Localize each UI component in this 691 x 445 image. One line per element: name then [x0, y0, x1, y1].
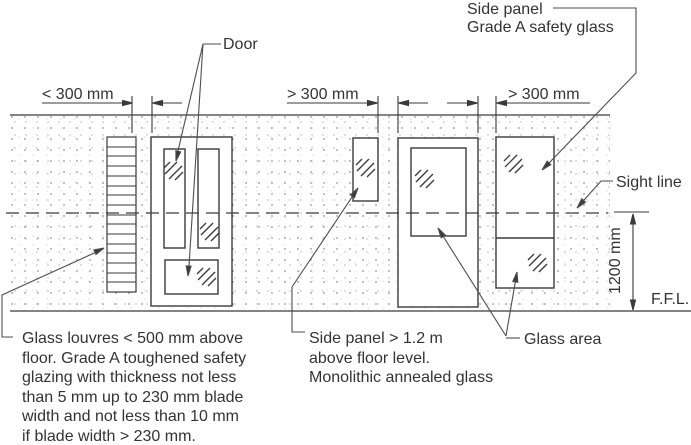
sight-line-label: Sight line [616, 174, 682, 191]
ffl-label: F.F.L. [651, 291, 690, 308]
side-panel-top-label: Side panel Grade A safety glass [467, 1, 614, 37]
louvre-note-line: if blade width > 230 mm. [22, 427, 196, 445]
height-dimension-label: 1200 mm [607, 227, 624, 294]
dimension-label-gap3: > 300 mm [508, 86, 580, 103]
side-panel-note: Side panel > 1.2 m above floor level. Mo… [309, 329, 493, 388]
side-panel-note-line: Side panel > 1.2 m [309, 330, 443, 347]
louvre-note-leader [1, 247, 105, 338]
side-panel-note-line: Monolithic annealed glass [309, 369, 494, 386]
dimension-gap1 [42, 96, 182, 133]
side-panel-note-line: above floor level. [309, 349, 430, 367]
door-label: Door [223, 36, 258, 53]
side-panel-note-leader [291, 187, 359, 333]
louvre-note-line: Glass louvres < 500 mm above [22, 330, 243, 347]
door-leader [175, 43, 221, 277]
side-panel-middle [397, 137, 479, 308]
glass-area-label: Glass area [524, 331, 602, 348]
dimension-gap2 [287, 96, 428, 133]
louvre-note: Glass louvres < 500 mm above floor. Grad… [22, 329, 246, 445]
side-panel-top-label-line1: Side panel [467, 1, 543, 18]
louvre-note-line: glazing with thickness not less [22, 369, 237, 386]
wall-band-lines [10, 114, 691, 312]
louvre-note-line: than 5 mm up to 230 mm blade [22, 388, 244, 406]
dimension-label-gap2: > 300 mm [287, 86, 359, 103]
glass-area-leader [437, 227, 520, 339]
louvre-panel [106, 136, 137, 293]
side-panel-right [495, 136, 555, 289]
dimension-height-1200 [614, 211, 649, 311]
louvre-note-line: width and not less than 10 mm [22, 408, 240, 425]
dimension-gap3 [447, 96, 590, 133]
side-panel-top-label-line2: Grade A safety glass [467, 19, 614, 36]
sight-line-leader [576, 180, 613, 209]
side-panel-top-leader [541, 7, 637, 171]
dimension-label-gap1: < 300 mm [42, 86, 114, 103]
louvre-note-line: floor. Grade A toughened safety [22, 349, 247, 367]
